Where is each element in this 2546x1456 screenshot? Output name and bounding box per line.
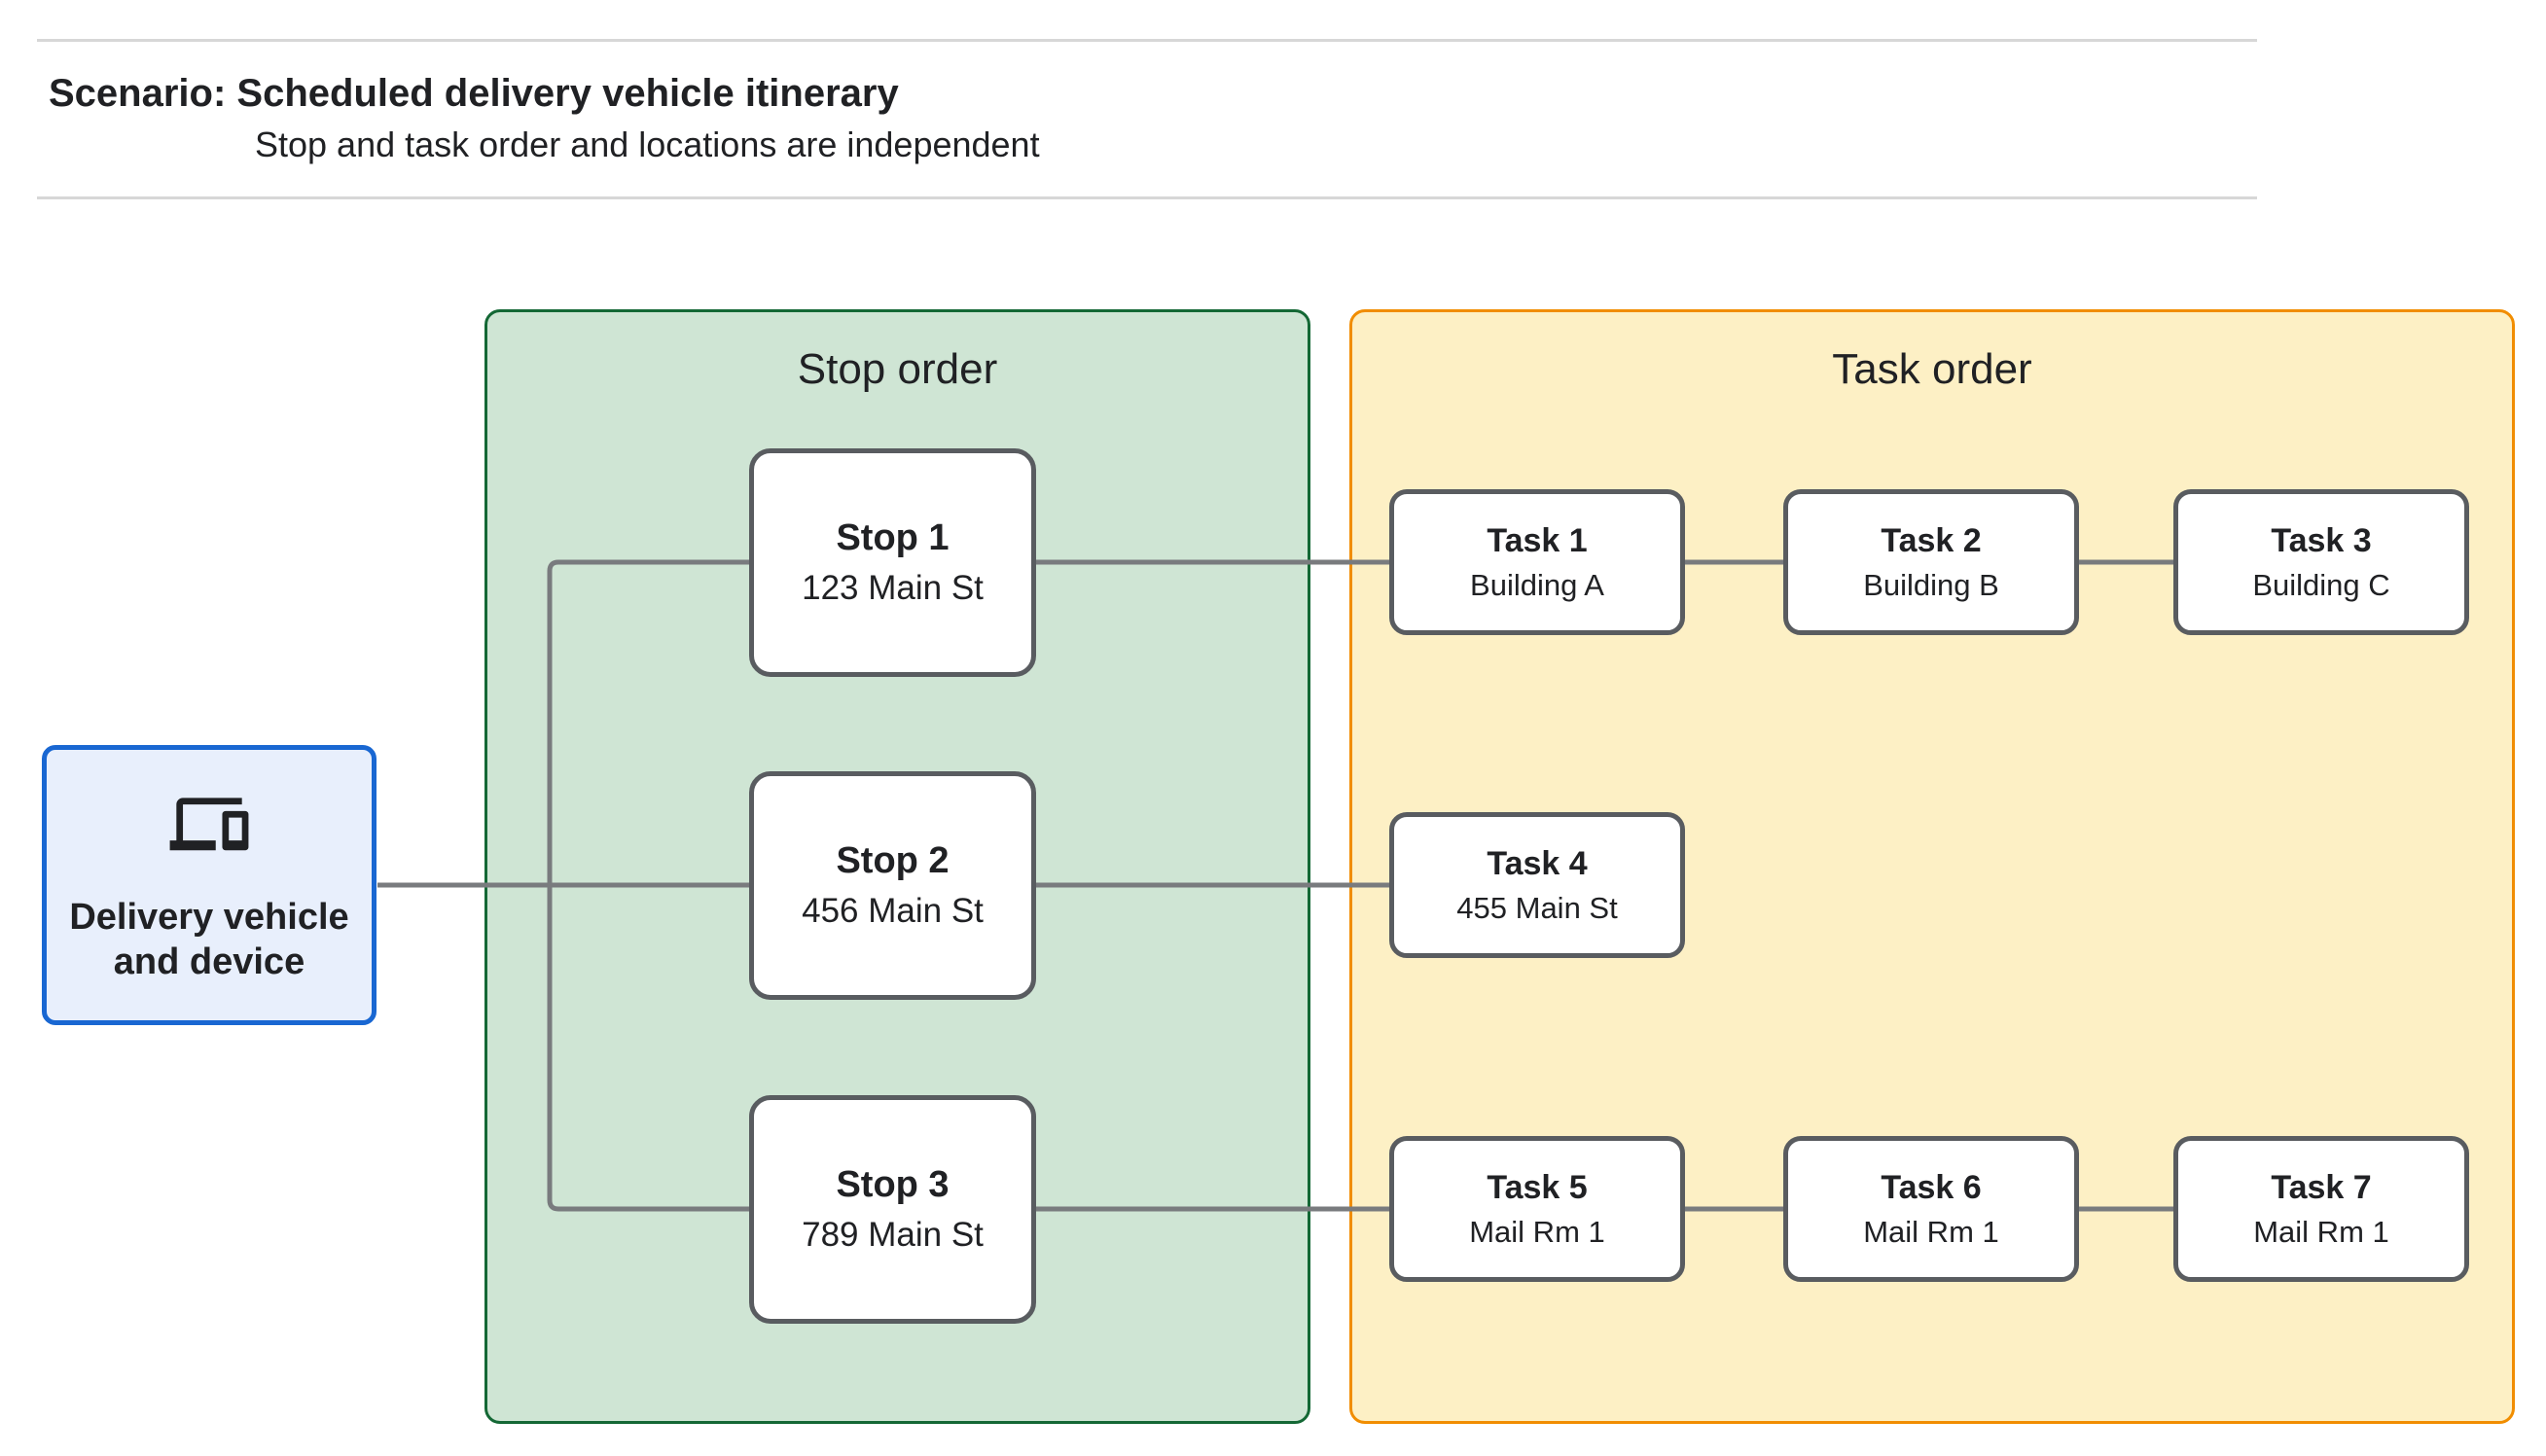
task-5-title: Task 5 bbox=[1487, 1169, 1588, 1206]
task-5-location: Mail Rm 1 bbox=[1469, 1214, 1605, 1249]
page-subtitle: Stop and task order and locations are in… bbox=[255, 124, 1040, 164]
task-4-title: Task 4 bbox=[1487, 845, 1588, 882]
task-5-node: Task 5 Mail Rm 1 bbox=[1389, 1136, 1685, 1282]
stop-3-node: Stop 3 789 Main St bbox=[749, 1095, 1036, 1324]
task-order-group-title: Task order bbox=[1832, 345, 2032, 393]
task-7-node: Task 7 Mail Rm 1 bbox=[2173, 1136, 2469, 1282]
task-2-node: Task 2 Building B bbox=[1783, 489, 2079, 635]
task-6-location: Mail Rm 1 bbox=[1863, 1214, 1999, 1249]
stop-1-address: 123 Main St bbox=[802, 569, 984, 608]
stop-3-title: Stop 3 bbox=[836, 1163, 950, 1205]
task-4-node: Task 4 455 Main St bbox=[1389, 812, 1685, 958]
divider-top bbox=[37, 39, 2257, 42]
task-3-title: Task 3 bbox=[2271, 522, 2372, 559]
task-3-location: Building C bbox=[2252, 567, 2390, 602]
task-4-location: 455 Main St bbox=[1456, 890, 1618, 925]
task-1-title: Task 1 bbox=[1487, 522, 1588, 559]
stop-order-group-title: Stop order bbox=[797, 345, 998, 393]
task-3-node: Task 3 Building C bbox=[2173, 489, 2469, 635]
task-7-location: Mail Rm 1 bbox=[2253, 1214, 2389, 1249]
stop-1-node: Stop 1 123 Main St bbox=[749, 448, 1036, 677]
task-2-title: Task 2 bbox=[1881, 522, 1982, 559]
task-7-title: Task 7 bbox=[2271, 1169, 2372, 1206]
stop-2-address: 456 Main St bbox=[802, 892, 984, 931]
task-1-node: Task 1 Building A bbox=[1389, 489, 1685, 635]
task-2-location: Building B bbox=[1863, 567, 1999, 602]
page-title: Scenario: Scheduled delivery vehicle iti… bbox=[49, 72, 899, 115]
stop-3-address: 789 Main St bbox=[802, 1216, 984, 1255]
delivery-vehicle-node: Delivery vehicle and device bbox=[42, 745, 377, 1025]
stop-1-title: Stop 1 bbox=[836, 516, 950, 558]
task-6-node: Task 6 Mail Rm 1 bbox=[1783, 1136, 2079, 1282]
task-6-title: Task 6 bbox=[1881, 1169, 1982, 1206]
delivery-vehicle-label: Delivery vehicle and device bbox=[69, 897, 349, 982]
divider-bottom bbox=[37, 196, 2257, 199]
devices-icon bbox=[168, 795, 250, 857]
stop-2-node: Stop 2 456 Main St bbox=[749, 771, 1036, 1000]
stop-2-title: Stop 2 bbox=[836, 839, 950, 881]
task-1-location: Building A bbox=[1470, 567, 1604, 602]
